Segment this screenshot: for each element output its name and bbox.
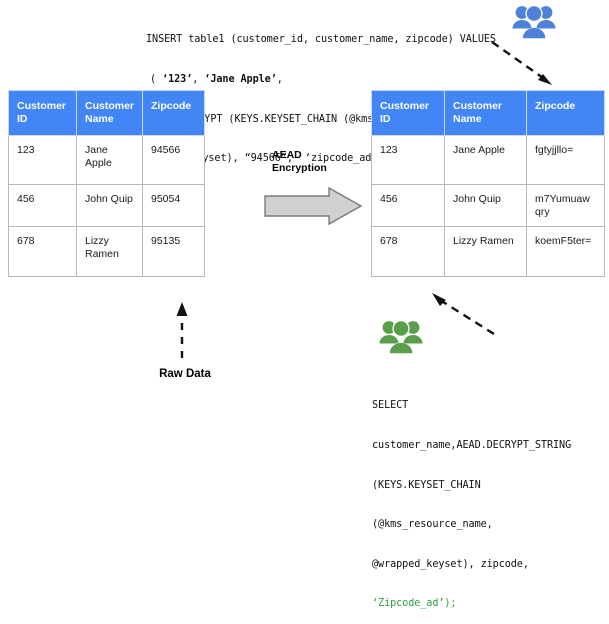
cell-zipcode: 95135 bbox=[142, 226, 205, 277]
people-group-icon bbox=[379, 319, 423, 354]
table-row: 456 John Quip 95054 bbox=[8, 184, 205, 227]
cell-zipcode-encrypted: m7Yumuaw qry bbox=[526, 184, 605, 227]
table-row: 456 John Quip m7Yumuaw qry bbox=[371, 184, 605, 227]
select-sql-statement: SELECT customer_name,AEAD.DECRYPT_STRING… bbox=[372, 373, 571, 624]
cell-customer-id: 123 bbox=[371, 135, 445, 185]
column-header-zipcode: Zipcode bbox=[526, 90, 605, 136]
insert-sql-literal-id: ‘123’ bbox=[162, 74, 193, 86]
people-group-icon bbox=[512, 4, 556, 39]
dashed-arrow-down-right-icon bbox=[491, 41, 552, 85]
select-sql-line-6-ad: ‘Zipcode_ad’); bbox=[372, 598, 457, 610]
insert-sql-line-2-sep: , bbox=[192, 74, 205, 86]
table-row: 678 Lizzy Ramen 95135 bbox=[8, 226, 205, 277]
cell-customer-name: Lizzy Ramen bbox=[444, 226, 527, 277]
column-header-customer-name-line2: Name bbox=[453, 112, 482, 125]
insert-sql-line-2: ( ‘123’, ‘Jane Apple’, bbox=[150, 73, 496, 86]
raw-data-label: Raw Data bbox=[159, 368, 211, 380]
column-header-customer-name-line2: Name bbox=[85, 112, 114, 125]
table-row: 123 Jane Apple 94566 bbox=[8, 135, 205, 185]
cell-zipcode: 95054 bbox=[142, 184, 205, 227]
cell-customer-id: 678 bbox=[8, 226, 77, 277]
cell-customer-name: John Quip bbox=[444, 184, 527, 227]
column-header-customer-name-line1: Customer bbox=[85, 100, 135, 112]
insert-sql-line-2-prefix: ( bbox=[150, 74, 163, 86]
dashed-arrow-up-icon bbox=[176, 302, 188, 358]
select-sql-line-2: customer_name,AEAD.DECRYPT_STRING bbox=[372, 440, 572, 452]
cell-customer-name: Jane Apple bbox=[76, 135, 143, 185]
cell-customer-id: 123 bbox=[8, 135, 77, 185]
cell-zipcode-encrypted: fgtyjjllo= bbox=[526, 135, 605, 185]
select-sql-line-5: @wrapped_keyset), zipcode, bbox=[372, 558, 529, 570]
cell-customer-id: 678 bbox=[371, 226, 445, 277]
cell-customer-name: John Quip bbox=[76, 184, 143, 227]
column-header-customer-name-line1: Customer bbox=[453, 100, 503, 112]
table-row: 678 Lizzy Ramen koemF5ter= bbox=[371, 226, 605, 277]
cell-customer-id: 456 bbox=[371, 184, 445, 227]
cell-customer-name: Lizzy Ramen bbox=[76, 226, 143, 277]
cell-customer-id: 456 bbox=[8, 184, 77, 227]
column-header-zipcode: Zipcode bbox=[142, 90, 205, 136]
column-header-zipcode-line1: Zipcode bbox=[535, 100, 576, 112]
select-sql-line-1: SELECT bbox=[372, 400, 409, 412]
insert-sql-line-1: INSERT table1 (customer_id, customer_nam… bbox=[146, 34, 496, 46]
column-header-customer-id-line1: Customer bbox=[380, 100, 430, 112]
select-sql-line-3: (KEYS.KEYSET_CHAIN bbox=[372, 479, 481, 491]
block-arrow-right-icon bbox=[264, 186, 363, 226]
column-header-customer-id-line2: ID bbox=[17, 112, 28, 125]
insert-sql-line-2-suffix: , bbox=[276, 74, 283, 86]
column-header-customer-id-line1: Customer bbox=[17, 100, 67, 112]
table-row: 123 Jane Apple fgtyjjllo= bbox=[371, 135, 605, 185]
cell-zipcode: 94566 bbox=[142, 135, 205, 185]
cell-zipcode-encrypted: koemF5ter= bbox=[526, 226, 605, 277]
insert-sql-literal-name: ‘Jane Apple’ bbox=[204, 74, 277, 86]
column-header-customer-id-line2: ID bbox=[380, 112, 391, 125]
select-sql-line-4: (@kms_resource_name, bbox=[372, 519, 493, 531]
cell-customer-name: Jane Apple bbox=[444, 135, 527, 185]
dashed-arrow-up-right-icon bbox=[432, 293, 495, 336]
column-header-zipcode-line1: Zipcode bbox=[151, 100, 192, 112]
aead-encryption-label: AEAD Encryption bbox=[272, 149, 327, 174]
